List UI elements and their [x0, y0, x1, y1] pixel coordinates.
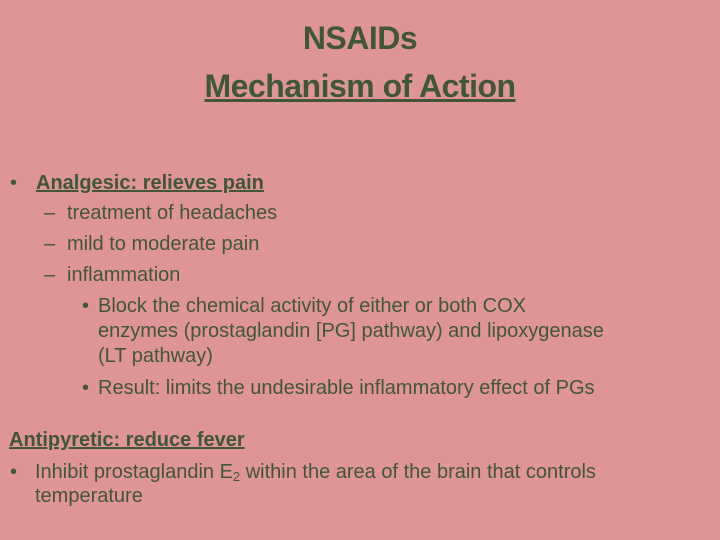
analgesic-heading: Analgesic: relieves pain	[36, 172, 264, 194]
bullet-marker: •	[82, 295, 90, 317]
bullet-marker: •	[10, 172, 18, 194]
antipyretic-item-line1: Inhibit prostaglandin E2 within the area…	[35, 460, 596, 485]
antipyretic-item-text-a: Inhibit prostaglandin E	[35, 461, 233, 483]
detail-result: Result: limits the undesirable inflammat…	[98, 377, 595, 399]
antipyretic-item-text-b: within the area of the brain that contro…	[240, 461, 596, 483]
sub-item-pain: mild to moderate pain	[67, 233, 260, 255]
dash-marker: –	[44, 264, 56, 286]
antipyretic-item-line2: temperature	[35, 485, 143, 507]
antipyretic-heading: Antipyretic: reduce fever	[9, 429, 245, 451]
antipyretic-item-subscript: 2	[232, 469, 241, 484]
sub-item-inflammation: inflammation	[67, 264, 181, 286]
slide-title: NSAIDs	[302, 20, 418, 56]
dash-marker: –	[44, 233, 56, 255]
bullet-marker: •	[82, 377, 90, 399]
detail-cox-line3: (LT pathway)	[98, 345, 213, 367]
detail-cox-line2: enzymes (prostaglandin [PG] pathway) and…	[98, 320, 604, 342]
dash-marker: –	[44, 202, 56, 224]
slide-subtitle: Mechanism of Action	[204, 68, 516, 104]
detail-cox-line1: Block the chemical activity of either or…	[98, 295, 526, 317]
bullet-marker: •	[10, 461, 18, 483]
sub-item-headaches: treatment of headaches	[67, 202, 278, 224]
